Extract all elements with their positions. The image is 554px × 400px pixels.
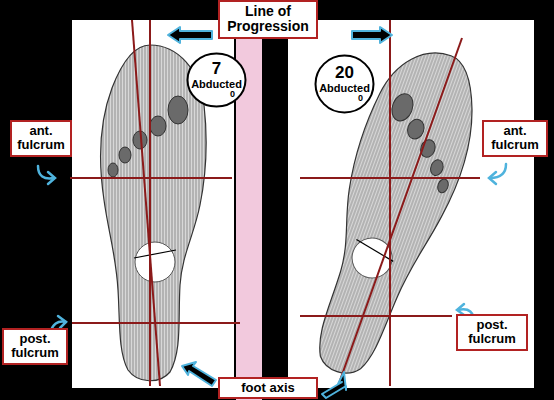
callout-label: post. fulcrum <box>2 328 68 365</box>
label-text: ant. fulcrum <box>487 124 543 153</box>
angle-text: 0 <box>230 90 235 100</box>
label-text: foot axis <box>223 381 313 395</box>
angle-circle: 7Abducted0 <box>186 52 247 108</box>
angle-text: 20 <box>335 64 354 83</box>
angle-circle: 20Abducted0 <box>314 54 375 114</box>
callout-label: ant. fulcrum <box>10 120 72 157</box>
label-text: Line of Progression <box>223 4 313 35</box>
callout-label: post. fulcrum <box>456 314 528 351</box>
callout-label: ant. fulcrum <box>482 120 548 157</box>
angle-text: Abducted <box>319 82 370 94</box>
label-text: post. fulcrum <box>7 332 63 361</box>
callout-label: foot axis <box>218 377 318 399</box>
label-text: ant. fulcrum <box>15 124 67 153</box>
label-text: post. fulcrum <box>461 318 523 347</box>
angle-text: 0 <box>358 94 363 104</box>
angle-text: Abducted <box>191 78 242 90</box>
angle-text: 7 <box>212 60 221 79</box>
title-box: Line of Progression <box>218 0 318 39</box>
